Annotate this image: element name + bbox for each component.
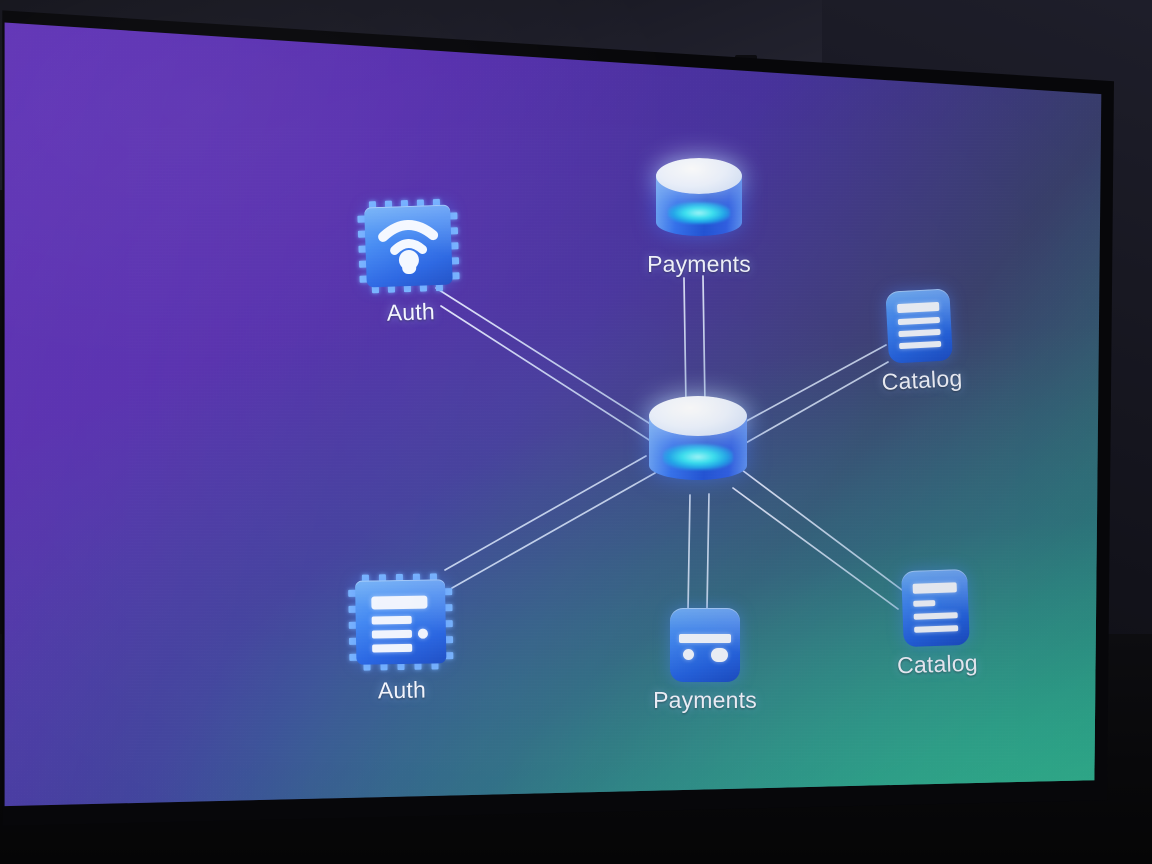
node-label: Auth [386, 298, 436, 326]
node-auth-top[interactable]: Auth [328, 195, 490, 328]
link-hub-payments-bottom [687, 493, 710, 613]
node-label: Payments [653, 687, 757, 713]
node-label: Catalog [896, 649, 979, 679]
database-cylinder-icon [656, 158, 742, 246]
node-label: Payments [647, 251, 751, 277]
link-hub-auth-top [435, 287, 661, 448]
node-hub[interactable] [646, 396, 750, 488]
node-label: Auth [377, 676, 427, 704]
credit-card-icon [670, 608, 740, 682]
document-lines-icon [885, 288, 954, 364]
link-hub-payments-top [683, 275, 706, 405]
link-hub-catalog-bottom [732, 469, 903, 610]
node-catalog-top[interactable]: Catalog [857, 287, 982, 397]
link-hub-auth-bottom [444, 455, 656, 589]
wifi-broadcast-glyph [378, 220, 439, 275]
node-auth-bottom[interactable]: Auth [321, 571, 481, 706]
node-payments-bottom[interactable]: Payments [640, 608, 770, 714]
link-hub-catalog-top [740, 344, 889, 445]
chip-wifi-icon [355, 196, 462, 296]
database-cylinder-icon [649, 396, 747, 488]
node-payments-top[interactable]: Payments [629, 158, 769, 278]
node-catalog-bottom[interactable]: Catalog [874, 568, 998, 680]
document-lines-icon [901, 568, 970, 648]
chip-list-icon [346, 571, 456, 673]
